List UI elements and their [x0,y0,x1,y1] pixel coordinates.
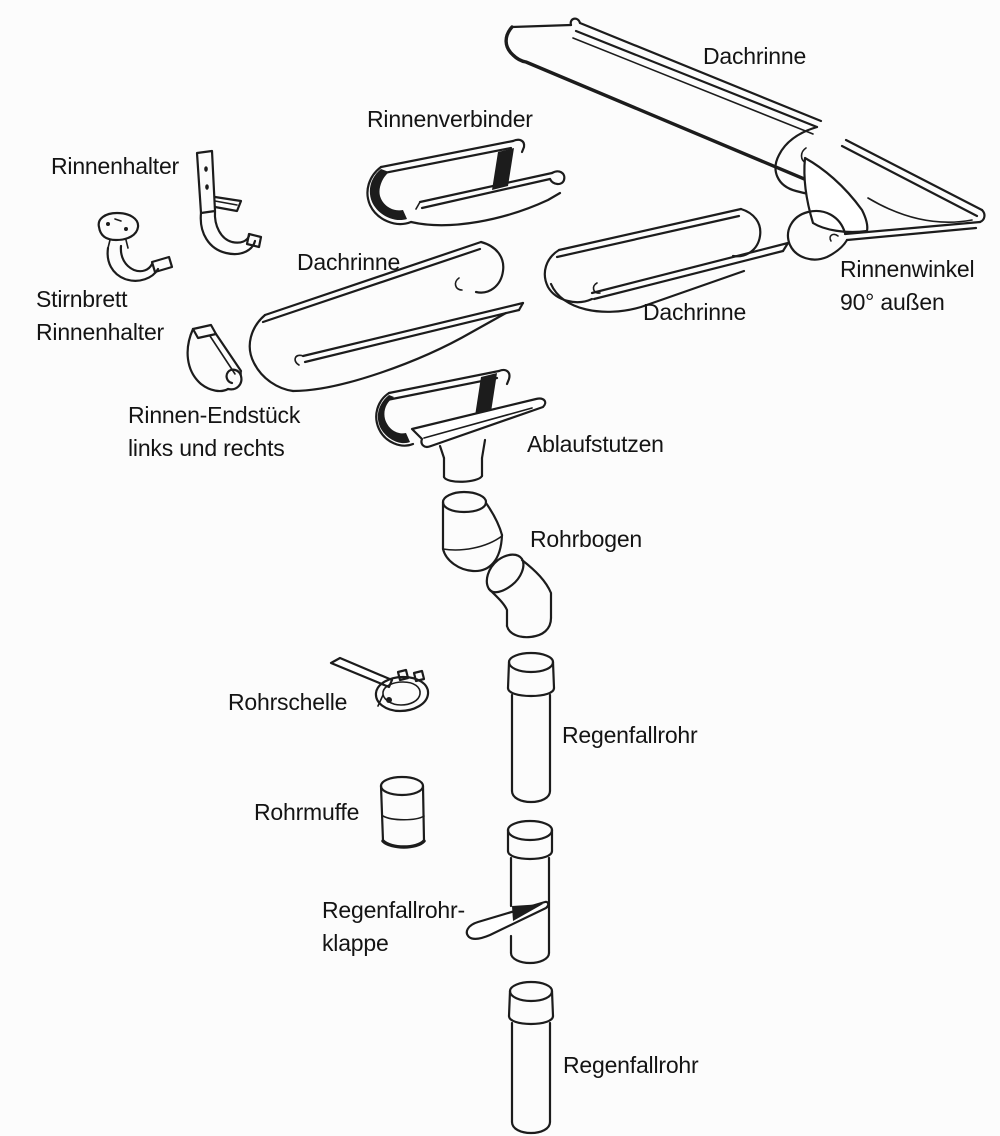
label-dachrinne-right: Dachrinne [643,299,747,325]
label-regenfallrohr-klappe: Regenfallrohr- klappe [322,897,465,956]
label-rohrmuffe: Rohrmuffe [254,799,360,825]
label-rinnenverbinder: Rinnenverbinder [367,106,533,132]
label-rinnenhalter: Rinnenhalter [51,153,180,179]
label-ablaufstutzen: Ablaufstutzen [527,431,664,457]
label-rinnenwinkel: Rinnenwinkel 90° außen [840,256,975,315]
label-stirnbrett-rinnenhalter: Stirnbrett Rinnenhalter [36,286,165,345]
label-rohrschelle: Rohrschelle [228,689,348,715]
rinnen-endstueck-drawing [186,323,243,393]
dachrinne-top-drawing [504,17,842,197]
rinnenwinkel-drawing [786,138,986,261]
ablaufstutzen-drawing [375,368,547,483]
label-dachrinne-top: Dachrinne [703,43,807,69]
rohrbogen-drawing [441,490,553,639]
rohrschelle-drawing [329,656,430,713]
label-rinnen-endstueck: Rinnen-Endstück links und rechts [128,402,301,461]
rohrmuffe-drawing [379,775,426,849]
label-regenfallrohr-upper: Regenfallrohr [562,722,698,748]
label-dachrinne-left: Dachrinne [297,249,401,275]
rinnenhalter-drawing [195,149,263,256]
stirnbrett-rinnenhalter-drawing [97,211,174,282]
dachrinne-right-drawing [543,207,790,313]
regenfallrohr-lower-drawing [507,980,555,1135]
regenfallrohr-klappe-drawing [465,819,554,965]
dachrinne-left-drawing [248,240,525,393]
rinnenverbinder-drawing [366,138,566,227]
label-rohrbogen: Rohrbogen [530,526,643,552]
label-regenfallrohr-lower: Regenfallrohr [563,1052,699,1078]
regenfallrohr-upper-drawing [506,651,556,804]
